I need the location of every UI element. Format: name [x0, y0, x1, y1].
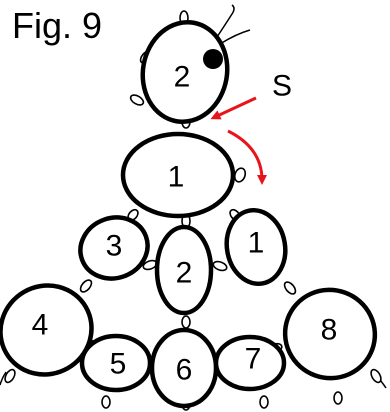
- ring-label: 1: [168, 161, 185, 194]
- ring-label: 1: [248, 227, 265, 260]
- start-arrow-icon: [210, 96, 257, 120]
- ring-label: 8: [321, 314, 338, 347]
- start-label: S: [272, 70, 292, 103]
- picot: [212, 260, 228, 272]
- thread-tail-top: [214, 4, 235, 41]
- ring-bottom: 6: [149, 327, 219, 409]
- ring-label: 7: [245, 343, 262, 376]
- ring-right-lower: 7: [213, 334, 287, 392]
- ring-label: 3: [106, 230, 123, 263]
- ring-label: 2: [176, 257, 193, 290]
- ring-label: 6: [176, 354, 193, 387]
- direction-arrow-icon: [227, 129, 267, 185]
- ring-middle: 2: [154, 224, 214, 316]
- picot: [4, 368, 16, 384]
- ring-label: 2: [174, 61, 191, 94]
- figure-title: Fig. 9: [12, 5, 103, 46]
- picot: [259, 395, 269, 409]
- ring-left-upper: 3: [78, 215, 150, 281]
- ring-right-outer: 8: [282, 287, 378, 381]
- picot: [101, 395, 111, 409]
- picot: [79, 279, 93, 293]
- bead-icon: [203, 49, 223, 69]
- ring-label: 4: [32, 309, 49, 342]
- ring-label: 5: [110, 348, 127, 381]
- ring-right-upper: 1: [224, 207, 288, 287]
- thread-tail-left: [0, 371, 7, 386]
- thread-tail-top-2: [219, 29, 251, 45]
- ring-left-outer: 4: [0, 283, 94, 377]
- picot: [233, 167, 247, 183]
- picot: [181, 315, 191, 329]
- picot: [370, 368, 382, 384]
- picot: [283, 281, 297, 295]
- ring-top: 2: [140, 19, 230, 125]
- picot: [333, 391, 343, 405]
- picot: [129, 94, 145, 106]
- ring-left-lower: 5: [79, 333, 153, 393]
- ring-center: 1: [120, 131, 236, 219]
